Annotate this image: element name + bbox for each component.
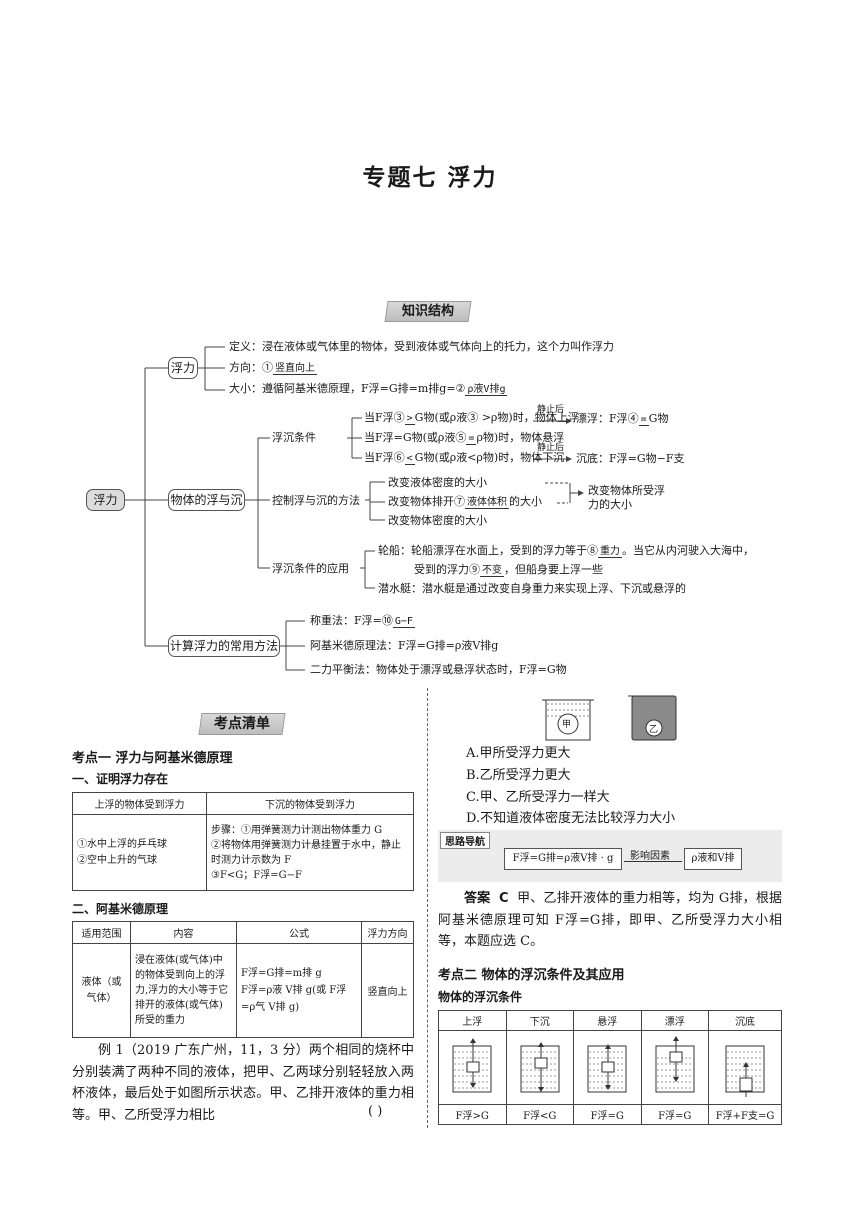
mm-cond-1-result: 漂浮：F浮④=G物 <box>576 412 669 426</box>
t2-direction: 竖直向上 <box>361 943 414 1038</box>
guide-arrow-line <box>624 861 682 862</box>
example-1: 例 1（2019 广东广州，11，3 分）两个相同的烧杯中分别装满了两种不同的液… <box>72 1043 414 1123</box>
t2-header-2: 内容 <box>130 921 237 944</box>
mm-cond-1: 当F浮③>G物(或ρ液③ >ρ物)时，物体上浮 <box>364 411 579 425</box>
t2-header-3: 公式 <box>236 921 362 944</box>
sub-1-heading: 一、证明浮力存在 <box>72 772 169 786</box>
sub-2-heading: 二、阿基米德原理 <box>72 902 169 916</box>
guide-arrow-label: 影响因素 <box>630 851 670 862</box>
t2-formula: F浮=G排=m排 g F浮=ρ液 V排 g(或 F浮=ρ气 V排 g) <box>236 943 362 1038</box>
t3-c-rise: F浮>G <box>438 1104 507 1125</box>
mm-submarine: 潜水艇：潜水艇是通过改变自身重力来实现上浮、下沉或悬浮的 <box>378 582 686 595</box>
answer-label: 答案 <box>464 891 491 906</box>
checklist-banner: 考点清单 <box>198 713 286 735</box>
t1-right: 步骤：①用弹簧测力计测出物体重力 G ②将物体用弹簧测力计悬挂置于水中，静止时测… <box>206 814 414 891</box>
t3-h-bottom: 沉底 <box>708 1010 782 1031</box>
t1-header-1: 上浮的物体受到浮力 <box>72 792 207 815</box>
node-calc: 计算浮力的常用方法 <box>168 635 280 657</box>
ball-yi-label: 乙 <box>649 725 659 735</box>
mindmap-connectors <box>125 346 584 671</box>
t3-h-suspend: 悬浮 <box>573 1010 642 1031</box>
guide-tag: 思路导航 <box>440 832 490 849</box>
mm-method-note: 改变物体所受浮力的大小 <box>588 484 665 511</box>
t3-fig-bottom <box>708 1030 782 1105</box>
t1-left: ①水中上浮的乒乓球 ②空中上升的气球 <box>72 814 207 891</box>
t3-fig-sink <box>505 1030 574 1105</box>
mm-cond-3: 当F浮⑥<G物(或ρ液<ρ物)时，物体下沉 <box>364 451 565 465</box>
ball-yi <box>645 719 663 737</box>
t3-fig-float <box>640 1030 709 1105</box>
answer-paren: ( ) <box>368 1104 383 1119</box>
t2-header-1: 适用范围 <box>72 921 131 944</box>
option-a: A.甲所受浮力更大 <box>466 746 571 761</box>
option-c: C.甲、乙所受浮力一样大 <box>466 790 610 805</box>
mm-method-1: 改变液体密度的大小 <box>388 476 487 489</box>
t2-header-4: 浮力方向 <box>361 921 414 944</box>
t2-formula-2: F浮=ρ液 V排 g(或 F浮=ρ气 V排 g) <box>241 985 347 1013</box>
t3-c-suspend: F浮=G <box>573 1104 642 1125</box>
guide-formula: F浮=G排=ρ液V排 · g <box>504 848 622 870</box>
point-1-heading: 考点一 浮力与阿基米德原理 <box>72 751 233 766</box>
t2-content: 浸在液体(或气体)中的物体受到向上的浮力,浮力的大小等于它排开的液体(或气体)所… <box>130 943 237 1038</box>
t3-c-bottom: F浮+F支=G <box>708 1104 782 1125</box>
t1-right-1: 步骤：①用弹簧测力计测出物体重力 G <box>211 824 383 836</box>
t3-c-sink: F浮<G <box>505 1104 574 1125</box>
t1-header-2: 下沉的物体受到浮力 <box>206 792 414 815</box>
page-title: 专题七 浮力 <box>362 165 498 191</box>
t3-h-sink: 下沉 <box>505 1010 574 1031</box>
option-b: B.乙所受浮力更大 <box>466 768 571 783</box>
node-buoyancy: 浮力 <box>168 357 198 379</box>
t3-h-rise: 上浮 <box>438 1010 507 1031</box>
mm-cond-3-result: 沉底：F浮=G物−F支 <box>576 452 685 465</box>
mm-cond-2: 当F浮=G物(或ρ液⑤=ρ物)时，物体悬浮 <box>364 431 565 445</box>
sub-3-heading: 物体的浮沉条件 <box>438 990 523 1004</box>
mm-archimedes: 阿基米德原理法：F浮=G排=ρ液V排g <box>310 639 499 652</box>
node-float-sink: 物体的浮与沉 <box>168 489 245 511</box>
archimedes-table: 适用范围 内容 公式 浮力方向 液体（或气体） 浸在液体(或气体)中的物体受到向… <box>72 921 414 1038</box>
guide-result: ρ液和V排 <box>684 848 742 870</box>
mindmap-root: 浮力 <box>86 489 125 511</box>
answer-explanation: 甲、乙排开液体的重力相等，均为 G排，根据阿基米德原理可知 F浮=G排，即甲、乙… <box>438 891 782 949</box>
t1-right-2: ②将物体用弹簧测力计悬挂置于水中，静止时测力计示数为 F <box>211 839 401 866</box>
t3-c-float: F浮=G <box>640 1104 709 1125</box>
t3-h-float: 漂浮 <box>640 1010 709 1031</box>
t1-left-2: ②空中上升的气球 <box>77 854 157 866</box>
t2-formula-1: F浮=G排=m排 g <box>241 968 322 979</box>
column-divider <box>427 688 428 1128</box>
t1-right-3: ③F<G；F浮=G−F <box>211 869 302 881</box>
answer-choice: C <box>498 891 509 906</box>
t2-scope: 液体（或气体） <box>72 943 131 1038</box>
mm-control: 控制浮与沉的方法 <box>272 494 360 507</box>
float-sink-table: 上浮 下沉 悬浮 漂浮 沉底 F浮>G F浮<G F浮=G F浮=G F浮+F支… <box>438 1010 782 1125</box>
t3-fig-rise <box>438 1030 507 1105</box>
beaker-figure <box>542 695 677 741</box>
mm-cond-1-arrow: 静止后 <box>537 405 565 415</box>
answer-block: 答案 C 甲、乙排开液体的重力相等，均为 G排，根据阿基米德原理可知 F浮=G排… <box>438 888 782 953</box>
t1-left-1: ①水中上浮的乒乓球 <box>77 838 167 850</box>
ball-jia-label: 甲 <box>562 720 572 730</box>
point-2-heading: 考点二 物体的浮沉条件及其应用 <box>438 968 625 983</box>
t3-fig-suspend <box>573 1030 642 1105</box>
guide-box: 思路导航 F浮=G排=ρ液V排 · g 影响因素 ρ液和V排 <box>438 830 782 882</box>
ball-jia <box>557 713 579 735</box>
mm-float-cond: 浮沉条件 <box>272 431 316 444</box>
prove-buoyancy-table: 上浮的物体受到浮力 下沉的物体受到浮力 ①水中上浮的乒乓球 ②空中上升的气球 步… <box>72 792 414 891</box>
option-d: D.不知道液体密度无法比较浮力大小 <box>466 811 676 826</box>
mm-definition: 定义：浸在液体或气体里的物体，受到液体或气体向上的托力，这个力叫作浮力 <box>229 340 614 353</box>
mm-apply: 浮沉条件的应用 <box>272 562 349 575</box>
mm-cond-3-arrow: 静止后 <box>537 443 565 453</box>
mm-balance: 二力平衡法：物体处于漂浮或悬浮状态时，F浮=G物 <box>310 663 567 676</box>
mm-method-3: 改变物体密度的大小 <box>388 514 487 527</box>
